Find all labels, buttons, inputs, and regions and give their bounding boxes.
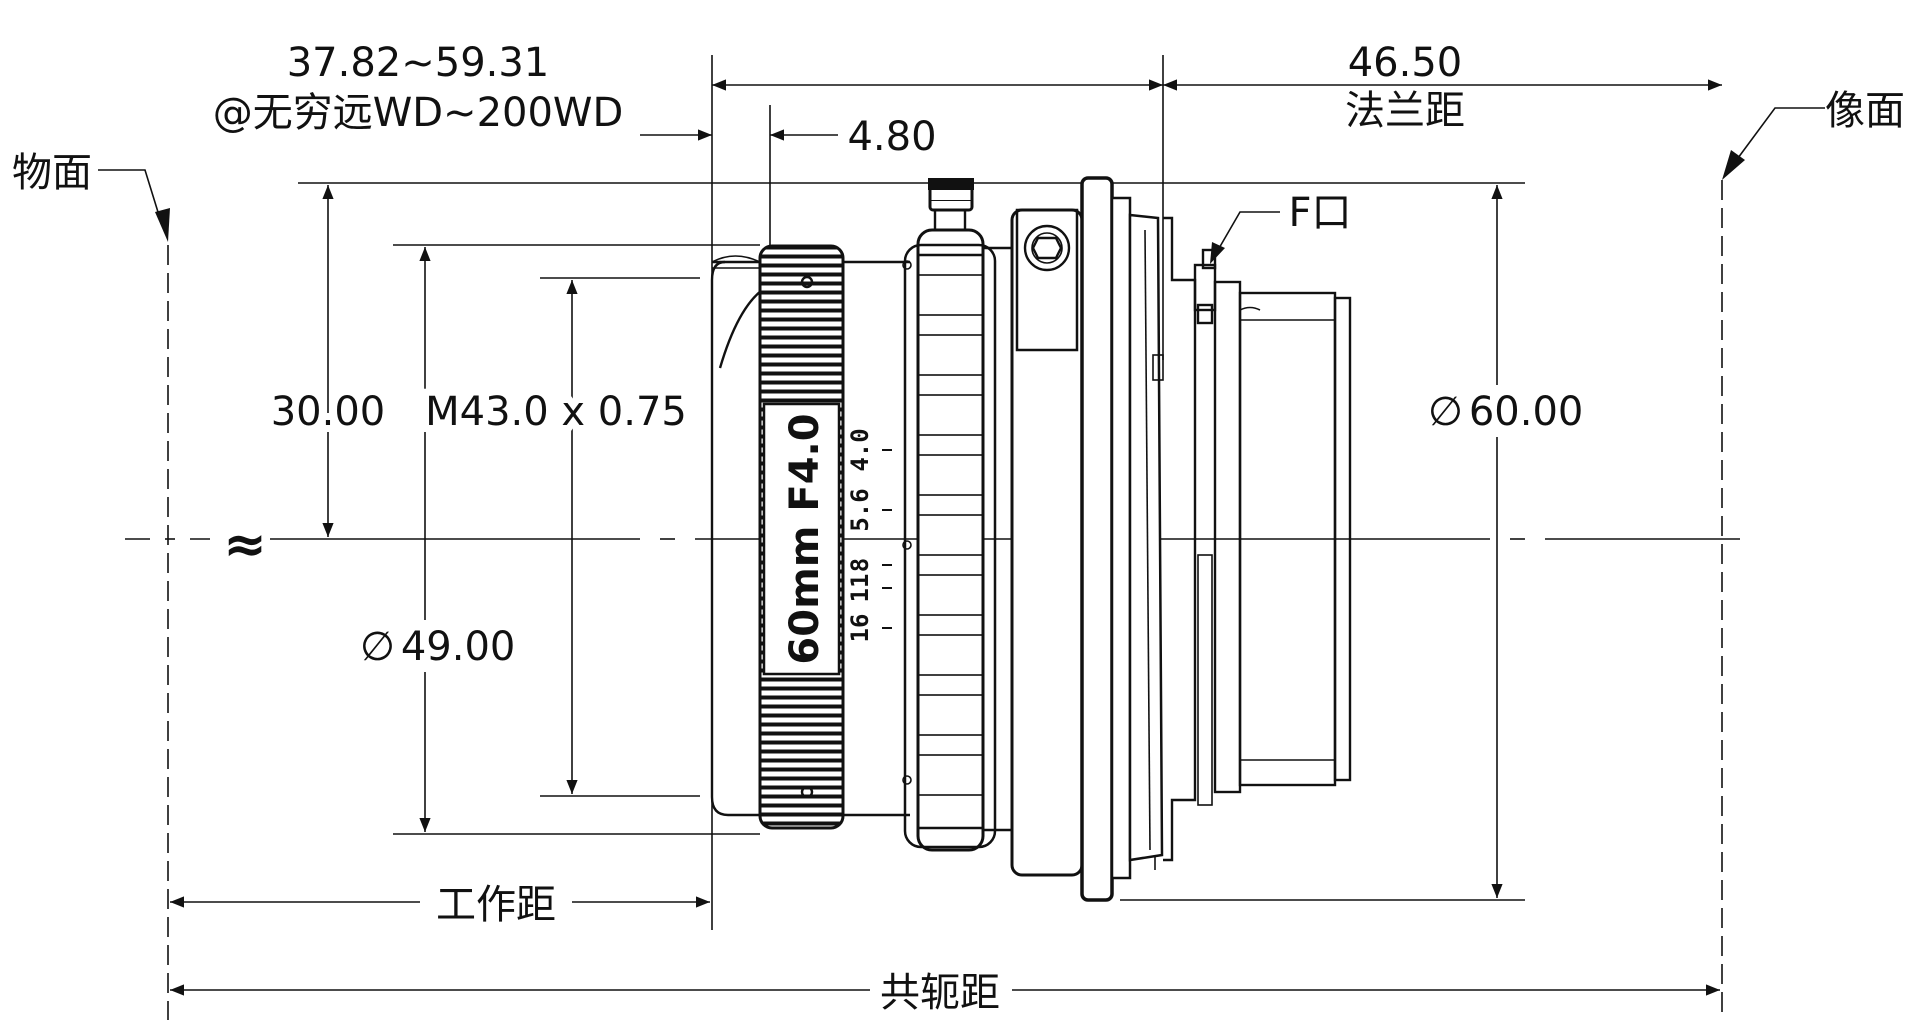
body-diameter-label: ∅60.00 [1420,385,1583,437]
image-plane [1721,107,1825,1020]
lens-body: 60mm F4.0 16 11 8 5.6 4.0 [710,176,1352,902]
flange-distance-label: 法兰距 [1345,88,1465,134]
diameter-symbol: ∅ [1428,389,1463,435]
focus-ring [758,244,845,830]
working-distance-label: 工作距 [436,882,556,928]
axis-break-symbol: ≈ [223,515,267,575]
aperture-scale-numbers: 16 11 8 5.6 4.0 [846,428,892,642]
working-distance-condition: @无穷远WD~200WD [213,90,624,136]
aperture-stop-label: 8 [846,558,874,572]
front-height-value: 30.00 [271,389,386,435]
aperture-stop-label: 4.0 [846,428,874,471]
aperture-ring-grips [917,274,984,796]
aperture-stop-label: 11 [846,574,874,603]
svg-text:∅60.00: ∅60.00 [1428,389,1583,435]
flange [1080,176,1164,902]
body-diameter-value: 60.00 [1469,389,1584,435]
working-distance-range-value: 37.82~59.31 [287,40,550,86]
front-offset-value: 4.80 [847,114,936,160]
front-diameter-value: 49.00 [401,624,516,670]
aperture-stop-label: 16 [846,614,874,643]
rear-mount [1163,216,1352,862]
svg-text:∅49.00: ∅49.00 [360,624,515,670]
object-plane-label: 物面 [12,150,92,196]
filter-thread-value: M43.0 x 0.75 [425,389,687,435]
mount-label: F口 [1288,190,1351,236]
main-barrel [983,208,1084,877]
conjugate-distance-label: 共轭距 [880,970,1000,1016]
front-diameter-label: ∅49.00 [350,620,515,672]
lens-model-marking: 60mm F4.0 [782,413,828,664]
object-plane [98,169,170,1020]
flange-distance-value: 46.50 [1348,40,1463,86]
extension-lines [298,55,1525,930]
image-plane-label: 像面 [1825,88,1905,134]
aperture-ring [902,178,997,852]
mount-callout [1210,211,1280,264]
diameter-symbol: ∅ [360,624,395,670]
aperture-stop-label: 5.6 [846,488,874,531]
